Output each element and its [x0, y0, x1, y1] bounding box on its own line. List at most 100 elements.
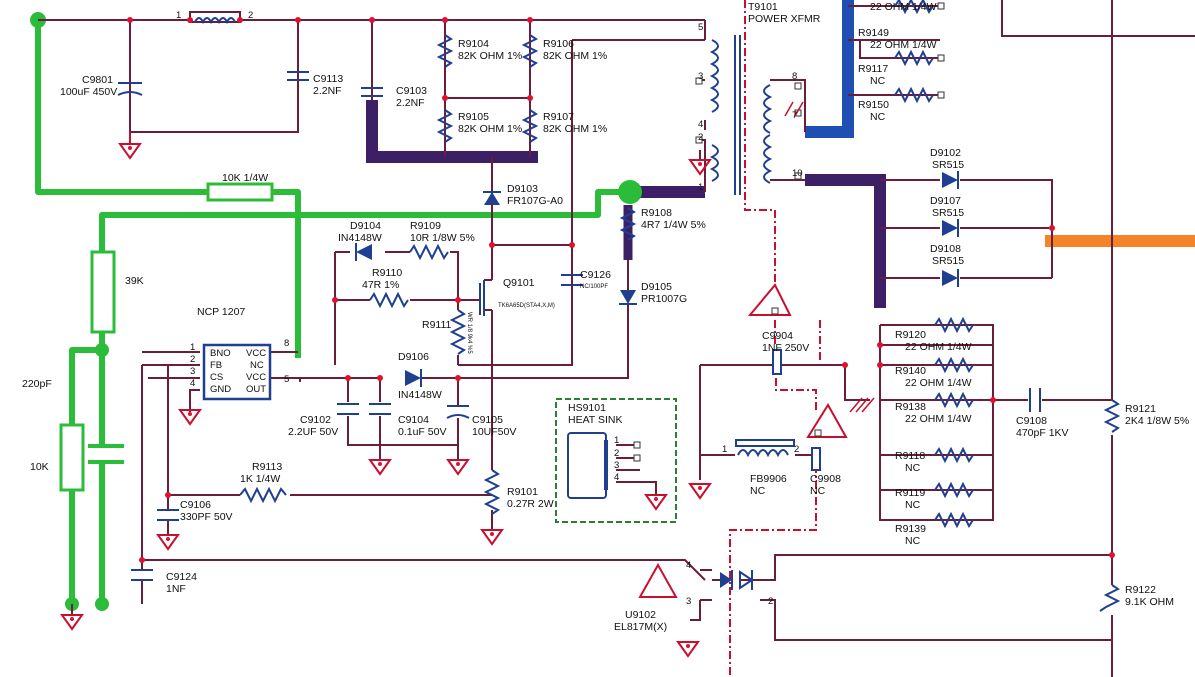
label-r9105-value: 82K OHM 1%: [458, 123, 522, 135]
label-r9122-value: 9.1K OHM: [1125, 596, 1174, 608]
hot-ground-triangle: [638, 562, 678, 598]
label-r9120-ref: R9120: [895, 329, 926, 341]
label-r-top-value: 22 OHM 1/4W: [870, 1, 937, 13]
label-r9108-ref: R9108: [641, 207, 672, 219]
resistor-r9150: [894, 86, 934, 104]
label-c9106-value: 330PF 50V: [180, 511, 233, 523]
label-r9113-ref: R9113: [252, 461, 282, 473]
ground-symbol: [688, 483, 712, 500]
label-d9103-value: FR107G-A0: [507, 195, 563, 207]
diode-d9105: [620, 290, 636, 304]
pin-number: 7: [792, 110, 797, 121]
resistor-r9139: [934, 511, 974, 529]
ic-pin-bno: BNO: [210, 348, 231, 359]
label-r9117-ref: R9117: [858, 63, 888, 75]
heatsink-body: [567, 432, 607, 499]
ground-symbol: [644, 494, 668, 511]
label-r9139-value: NC: [905, 535, 921, 547]
label-r9122-ref: R9122: [1125, 584, 1156, 596]
label-d9106-value: IN4148W: [398, 389, 442, 401]
label-r9113-value: 1K 1/4W: [240, 473, 280, 485]
label-u9102-value: EL817M(X): [614, 621, 667, 633]
ground-symbol: [156, 534, 180, 551]
green-trace-aux: [99, 189, 630, 252]
pin-number: 2: [248, 10, 253, 21]
pin-numbers: 1 2 5 3 4 2 1 8 7 10 1 2 3 4 8 5 1 2 3 4…: [176, 10, 803, 607]
label-d9108-ref: D9108: [930, 243, 961, 255]
green-traces: [30, 12, 642, 611]
label-r9149-value: 22 OHM 1/4W: [870, 39, 937, 51]
label-r9121-value: 2K4 1/8W 5%: [1125, 415, 1189, 427]
pin-number: 2: [698, 132, 703, 143]
label-r9119-ref: R9119: [895, 487, 925, 499]
pin-number: 3: [698, 71, 703, 82]
label-d9102-value: SR515: [932, 159, 964, 171]
label-r9138-value: 22 OHM 1/4W: [905, 413, 972, 425]
pin-number: 10: [792, 168, 803, 179]
diode-d9108: [942, 270, 958, 286]
label-q9101-value: TK6A65D(STA4,X,M): [498, 303, 555, 309]
label-c9104-value: 0.1uF 50V: [398, 426, 446, 438]
xfmr-secondary-2: [763, 134, 773, 184]
ground-symbol: [688, 159, 712, 176]
purple-trace-c9103: [366, 100, 538, 163]
pin-number: 2: [614, 448, 619, 459]
label-d9106-ref: D9106: [398, 351, 429, 363]
label-c9102-value: 2.2UF 50V: [288, 426, 338, 438]
pin-number: 2: [768, 596, 773, 607]
resistor-r9118: [934, 446, 974, 464]
label-r9110-value: 47R 1%: [362, 279, 399, 291]
label-r9101-ref: R9101: [507, 486, 538, 498]
label-c9908-ref: C9908: [810, 473, 841, 485]
label-c9103-value: 2.2NF: [396, 97, 425, 109]
opto-detector: [739, 570, 754, 590]
resistor-39k: [90, 250, 116, 334]
label-c9108-value: 470pF 1KV: [1016, 427, 1069, 439]
label-c9801-ref: C9801: [82, 74, 113, 86]
label-c9801-value: 100uF 450V: [60, 86, 117, 98]
xfmr-aux-winding: [709, 144, 719, 182]
label-d9103-ref: D9103: [507, 183, 538, 195]
label-c9106-ref: C9106: [180, 499, 211, 511]
inductor-coil: [194, 17, 236, 25]
components: [117, 0, 1121, 612]
resistor-r9110: [369, 291, 409, 309]
label-r9104-ref: R9104: [458, 38, 489, 50]
pin-number: 5: [698, 22, 703, 33]
pin-number: 4: [686, 560, 691, 571]
ground-symbol: [368, 459, 392, 476]
label-d9107-value: SR515: [932, 207, 964, 219]
label-hs9101-value: HEAT SINK: [568, 414, 622, 426]
green-node-aux: [618, 180, 642, 204]
green-trace-bno-left: [69, 332, 105, 425]
cap-c9908: [811, 447, 821, 471]
resistor-r9109: [409, 243, 449, 261]
resistor-r9140: [934, 356, 974, 374]
label-r9120-value: 22 OHM 1/4W: [905, 341, 972, 353]
resistor-10k-quarter: [206, 182, 274, 202]
resistor-r9108: [619, 207, 637, 241]
label-c9113-ref: C9113: [313, 73, 343, 85]
label-c9105-value: 10UF50V: [472, 426, 516, 438]
label-t9101-ref: T9101: [748, 1, 778, 13]
label-c9904-ref: C9904: [762, 330, 793, 342]
resistor-10k-left: [59, 423, 85, 492]
dashed-boundaries: [555, 0, 821, 677]
diode-d9106: [405, 370, 421, 386]
diode-d9107: [942, 220, 958, 236]
label-r9118-value: NC: [905, 462, 921, 474]
label-c9102-ref: C9102: [300, 414, 331, 426]
resistor-r9121: [1103, 399, 1121, 433]
label-d9107-ref: D9107: [930, 195, 961, 207]
pin-number: 4: [190, 378, 195, 389]
label-c9124-value: 1NF: [166, 583, 186, 595]
xfmr-secondary-1: [763, 84, 773, 134]
label-d9104-value: IN4148W: [338, 232, 382, 244]
pin-number: 8: [284, 338, 289, 349]
ic-ncp1207: [202, 343, 272, 401]
label-hs9101-ref: HS9101: [568, 402, 606, 414]
pin-number: 1: [722, 444, 727, 455]
label-r9106-value: 82K OHM 1%: [543, 50, 607, 62]
cap-c9105-b: [446, 414, 470, 419]
label-r9109-value: 10R 1/8W 5%: [410, 232, 475, 244]
